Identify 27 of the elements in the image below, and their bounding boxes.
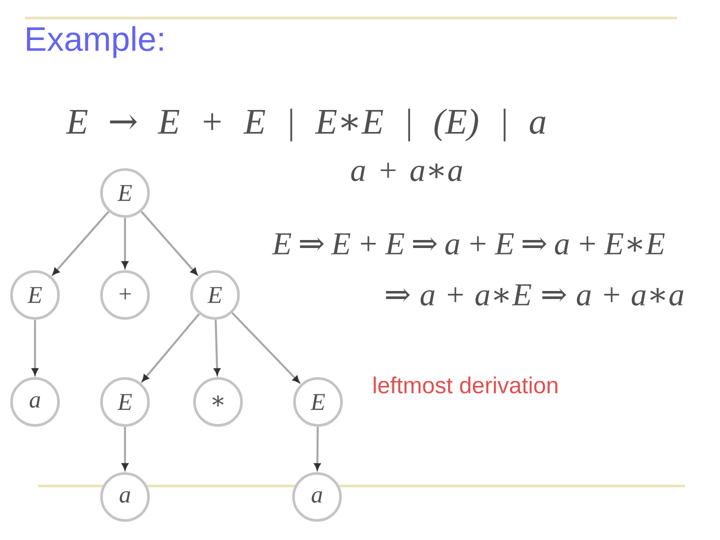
arrow bbox=[231, 312, 300, 383]
tree-node: ∗ bbox=[193, 377, 243, 427]
note-text: leftmost derivation bbox=[374, 376, 558, 394]
arrow bbox=[142, 313, 200, 382]
tree-node: E bbox=[10, 270, 60, 320]
derivation-step: ⇒ a + a∗E ⇒ a + a∗a bbox=[386, 284, 684, 306]
tree-node: E bbox=[100, 168, 150, 218]
tree-node: E bbox=[293, 377, 343, 427]
input-string: a + a∗a bbox=[351, 162, 462, 182]
arrow bbox=[32, 320, 38, 375]
arrow bbox=[214, 320, 220, 375]
tree-node: E bbox=[100, 377, 150, 427]
arrow bbox=[122, 218, 128, 268]
slide-title: Example: bbox=[27, 26, 163, 58]
arrow bbox=[52, 210, 110, 275]
arrow bbox=[122, 426, 128, 470]
grammar-formula: E → E + E | E∗E | (E) | a bbox=[66, 108, 546, 142]
node-label: a bbox=[312, 491, 322, 503]
tree-node: a bbox=[100, 472, 150, 522]
derivation-step: E ⇒ E + E ⇒ a + E ⇒ a + E∗E bbox=[272, 233, 665, 255]
tree-node: a bbox=[10, 377, 60, 427]
arrow bbox=[140, 210, 198, 275]
node-label: a bbox=[120, 491, 130, 503]
tree-node: E bbox=[190, 270, 240, 320]
tree-node: a bbox=[292, 472, 342, 522]
arrow bbox=[314, 426, 321, 470]
tree-node: + bbox=[100, 270, 150, 320]
